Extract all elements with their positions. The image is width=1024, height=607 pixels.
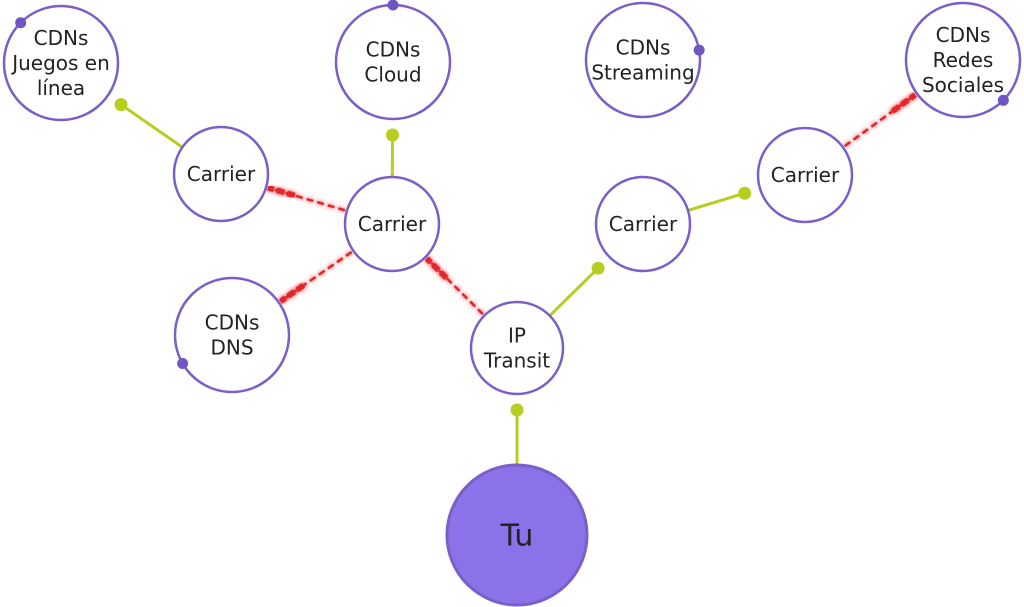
node-label-line: Carrier — [771, 163, 840, 187]
node-circle — [756, 126, 854, 224]
node-label-line: Streaming — [591, 61, 694, 85]
node-circle — [594, 175, 692, 273]
node-label-line: CDNs — [34, 26, 89, 50]
node-circle — [904, 1, 1022, 119]
node-circle — [172, 125, 270, 223]
node-handle-dot[interactable] — [15, 17, 27, 29]
node-label-line: Carrier — [187, 162, 256, 186]
node-label-line: CDNs — [366, 38, 421, 62]
node-circle — [2, 4, 120, 122]
link-carrier_mid_right-to-carrier_far_right — [687, 186, 752, 212]
broken-link-stub — [278, 283, 306, 304]
link-connector-knob — [510, 403, 524, 417]
node-label-line: CDNs — [936, 23, 991, 47]
node-label-line: Transit — [483, 349, 550, 373]
node-handle-dot[interactable] — [693, 44, 705, 56]
node-label-line: CDNs — [205, 311, 260, 335]
broken-link-line — [425, 257, 484, 316]
broken-link-stub — [267, 185, 296, 199]
node-handle-dot[interactable] — [177, 358, 189, 369]
node-carrier-mid-right[interactable]: Carrier — [594, 175, 692, 273]
link-you-to-ip_transit — [510, 403, 524, 465]
link-carrier_far_right-to-cdn_social — [843, 92, 917, 148]
node-label-line: Carrier — [609, 212, 678, 236]
node-label-line: IP — [508, 324, 526, 348]
link-connector-knob — [591, 261, 605, 275]
node-handle-dot[interactable] — [997, 94, 1009, 106]
node-label-line: Carrier — [358, 212, 427, 236]
node-circle — [343, 175, 441, 273]
link-line — [687, 191, 746, 212]
link-connector-knob — [738, 186, 752, 200]
link-carrier_left-to-cdn_gaming — [114, 98, 184, 149]
node-carrier-center[interactable]: Carrier — [343, 175, 441, 273]
node-circle — [584, 1, 702, 119]
node-label-line: Juegos en — [10, 51, 110, 75]
link-carrier_center-to-cdn_cloud — [386, 128, 400, 178]
node-carrier-left[interactable]: Carrier — [172, 125, 270, 223]
node-label-line: Tu — [500, 519, 534, 554]
link-line — [120, 103, 184, 149]
node-circle — [445, 463, 589, 607]
link-connector-knob — [114, 98, 128, 112]
node-you[interactable]: Tu — [445, 463, 589, 607]
node-label-line: DNS — [210, 336, 253, 360]
node-carrier-far-right[interactable]: Carrier — [756, 126, 854, 224]
node-circle — [173, 276, 291, 394]
node-handle-dot[interactable] — [387, 0, 399, 11]
links-layer — [114, 92, 917, 465]
link-ip_transit-to-carrier_center — [424, 256, 484, 316]
broken-link-stub — [891, 92, 917, 114]
broken-link-stub — [424, 256, 449, 280]
link-connector-knob — [386, 128, 400, 142]
node-circle — [469, 300, 565, 396]
node-label-line: CDNs — [616, 36, 671, 60]
link-ip_transit-to-carrier_mid_right — [548, 261, 605, 317]
link-carrier_center-to-carrier_left — [267, 185, 346, 212]
link-line — [548, 267, 600, 317]
node-label-line: Cloud — [364, 63, 421, 87]
node-label-line: Sociales — [922, 73, 1004, 97]
node-label-line: Redes — [933, 48, 994, 72]
node-label-line: línea — [37, 76, 85, 100]
link-carrier_center-to-cdn_dns — [278, 250, 353, 304]
